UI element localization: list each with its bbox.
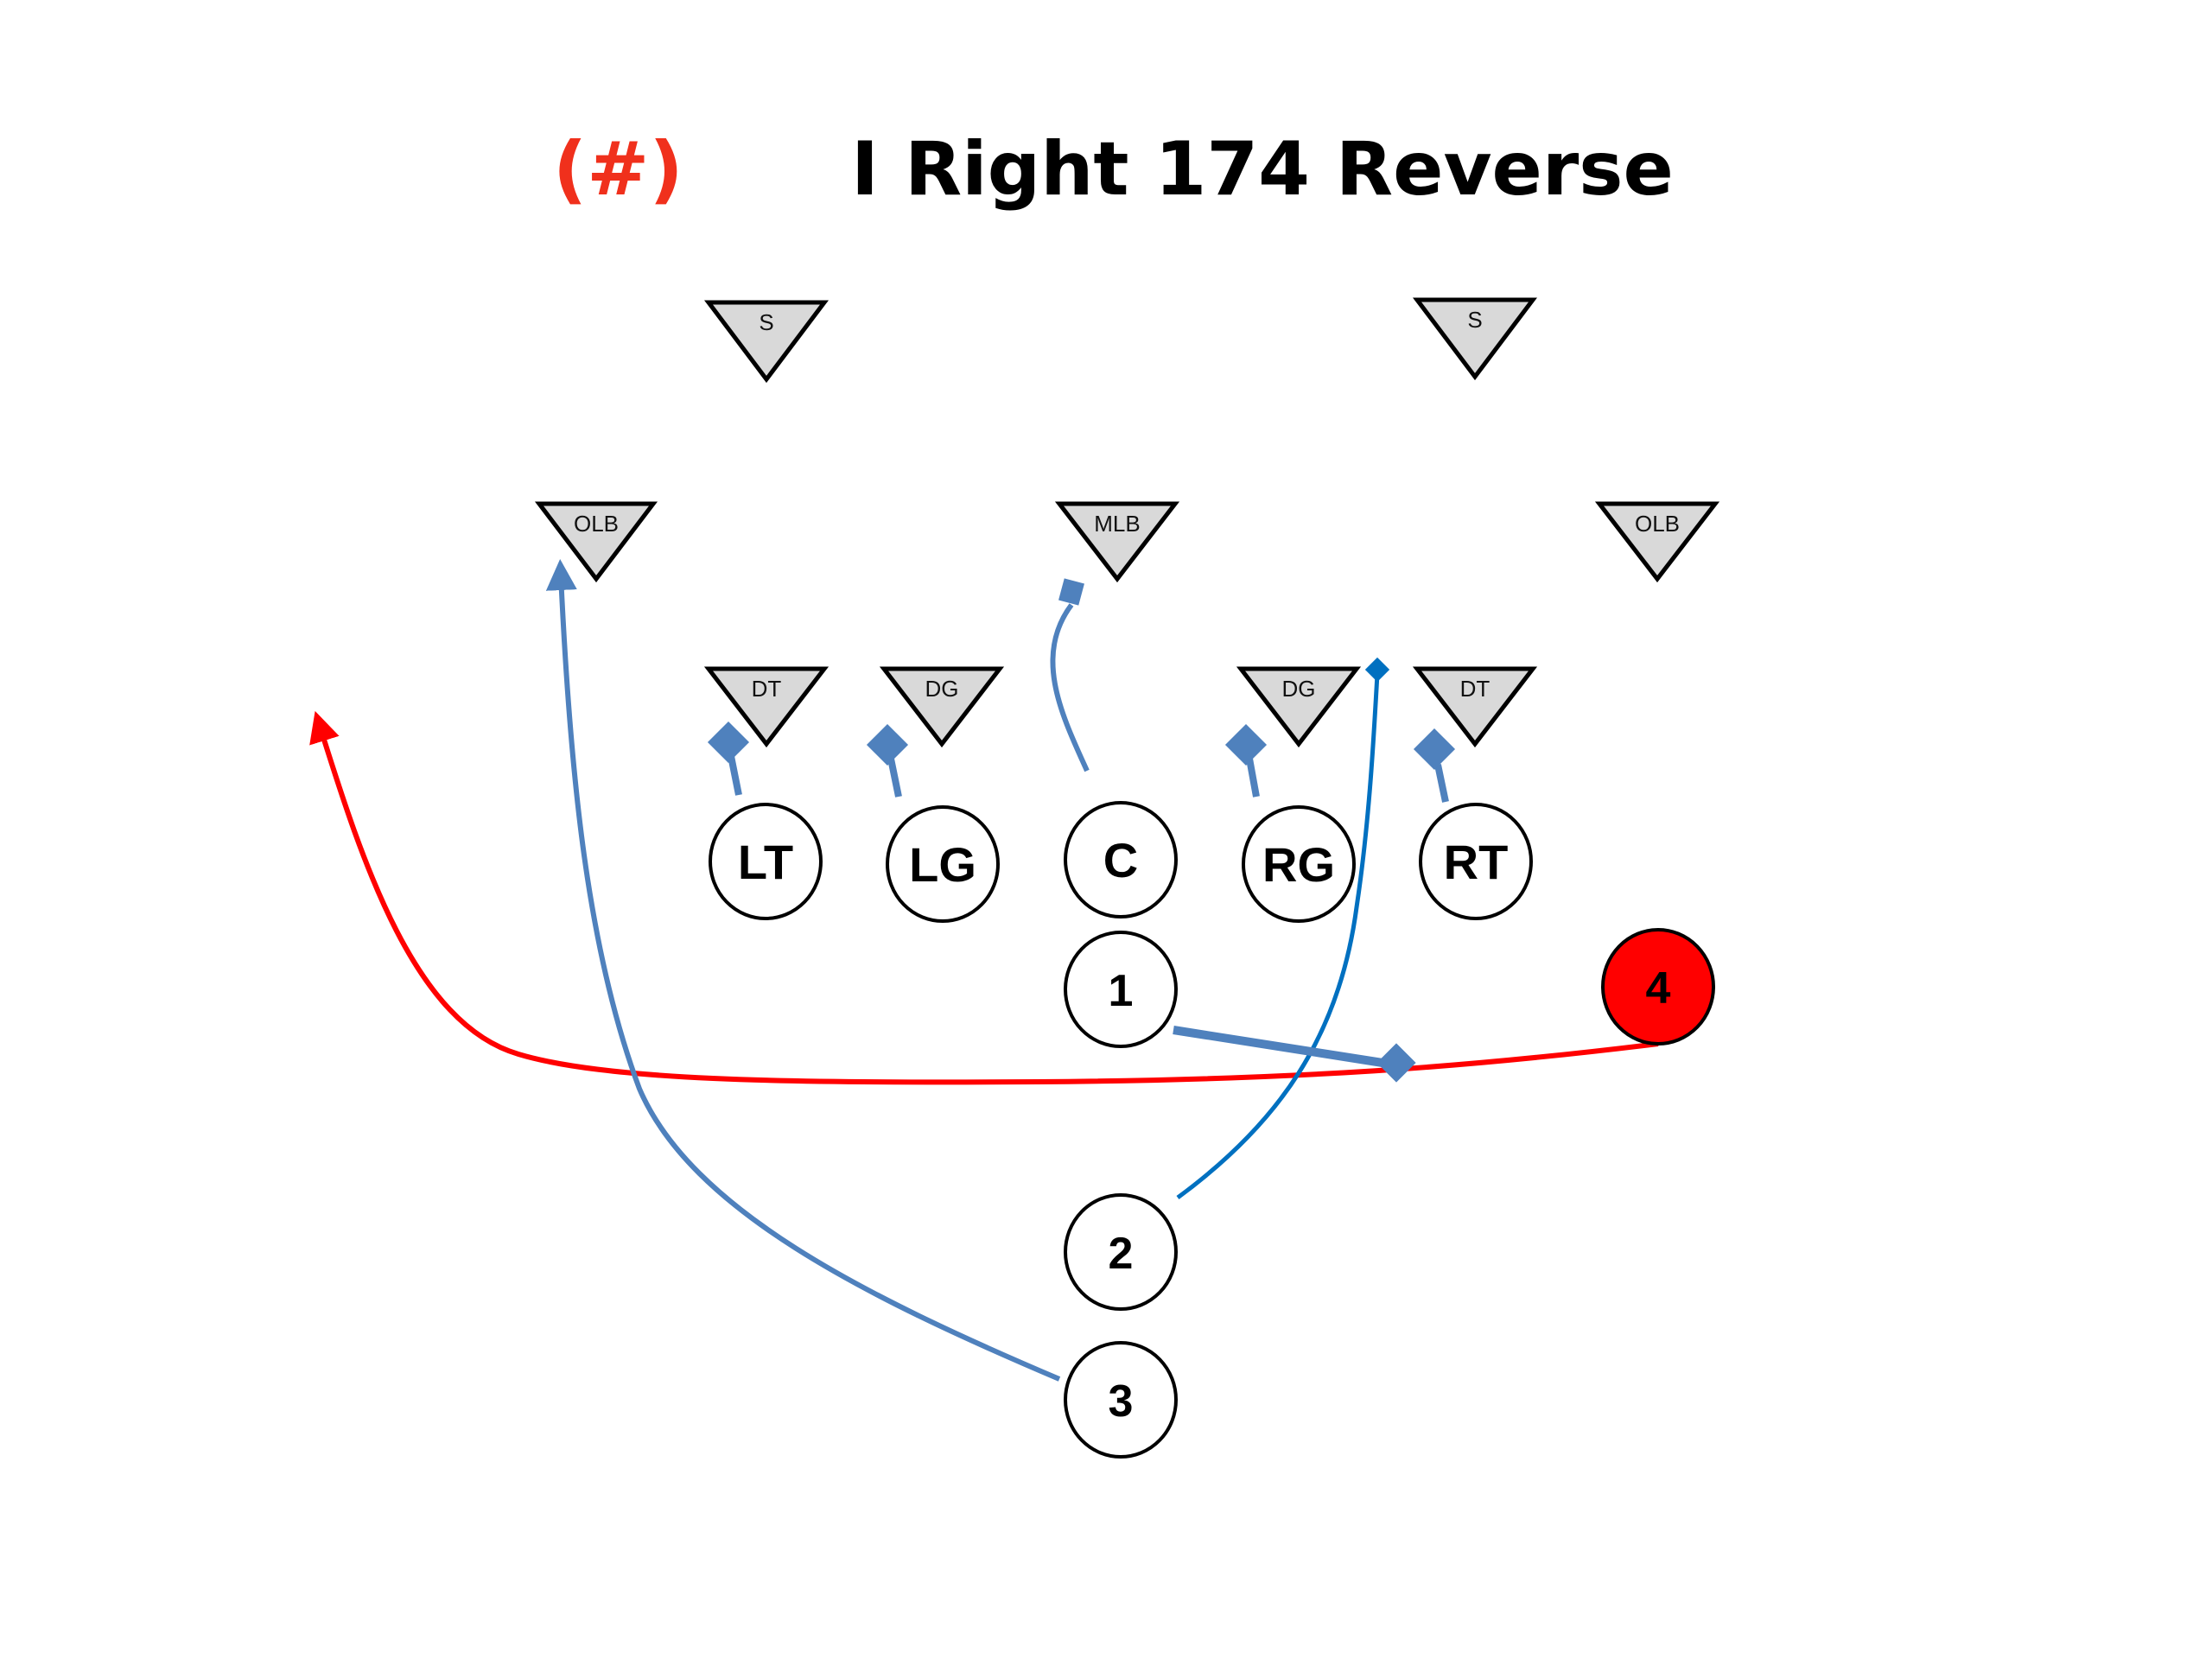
- block-marker-back-2: [1364, 657, 1390, 683]
- player-label: LT: [738, 835, 793, 889]
- play-number: (#): [553, 126, 683, 213]
- route-rt: [1434, 764, 1449, 803]
- defender-label: MLB: [1094, 511, 1140, 537]
- route-back-3: [545, 559, 1061, 1382]
- defender-label: DG: [925, 676, 959, 702]
- player-lt: LT: [709, 803, 823, 920]
- player-label: RT: [1444, 835, 1509, 889]
- block-marker-rt: [1413, 728, 1456, 771]
- defender-label: DT: [1460, 676, 1491, 702]
- route-rg: [1246, 758, 1260, 798]
- route-back-1: [1173, 1026, 1383, 1067]
- play-title: I Right 174 Reverse: [851, 126, 1674, 213]
- block-marker-c: [1058, 578, 1084, 606]
- player-back-3: 3: [1064, 1341, 1178, 1459]
- player-back-4-ball-carrier: 4: [1601, 928, 1715, 1046]
- route-back-2: [1176, 673, 1380, 1200]
- defender-olb-left: OLB: [534, 501, 658, 583]
- offense: LT LG C RG RT 1 2 3: [709, 801, 1715, 1459]
- defender-label: DT: [752, 676, 782, 702]
- defender-label: OLB: [1635, 511, 1680, 537]
- defender-label: OLB: [574, 511, 619, 537]
- block-marker-lt: [707, 721, 750, 764]
- defender-dt-right: DT: [1412, 666, 1538, 748]
- player-label: 3: [1109, 1376, 1134, 1427]
- player-label: 1: [1109, 966, 1134, 1016]
- player-back-1: 1: [1064, 931, 1178, 1048]
- defender-dt-left: DT: [703, 666, 830, 748]
- player-label: 4: [1646, 963, 1671, 1014]
- player-back-2: 2: [1064, 1193, 1178, 1311]
- player-c: C: [1064, 801, 1178, 918]
- route-lt: [728, 755, 742, 796]
- player-label: C: [1103, 833, 1138, 887]
- player-label: LG: [909, 837, 976, 892]
- defender-label: S: [759, 309, 773, 335]
- defender-label: S: [1467, 307, 1482, 333]
- route-c: [1050, 603, 1090, 772]
- player-rg: RG: [1242, 805, 1356, 923]
- defender-s-right: S: [1412, 297, 1538, 381]
- defender-label: DG: [1282, 676, 1316, 702]
- defender-dg-right: DG: [1236, 666, 1362, 748]
- defender-s-left: S: [703, 300, 830, 384]
- route-lg: [887, 758, 902, 798]
- defense: S S OLB MLB OLB DT DG DG: [534, 297, 1720, 748]
- player-label: 2: [1109, 1229, 1134, 1279]
- player-label: RG: [1262, 837, 1335, 892]
- defender-dg-left: DG: [879, 666, 1005, 748]
- block-marker-rg: [1224, 723, 1268, 766]
- player-rt: RT: [1419, 803, 1533, 920]
- defender-mlb: MLB: [1054, 501, 1180, 583]
- block-marker-back-1: [1376, 1043, 1416, 1083]
- defender-olb-right: OLB: [1594, 501, 1720, 583]
- block-marker-lg: [866, 723, 909, 766]
- player-lg: LG: [886, 805, 1000, 923]
